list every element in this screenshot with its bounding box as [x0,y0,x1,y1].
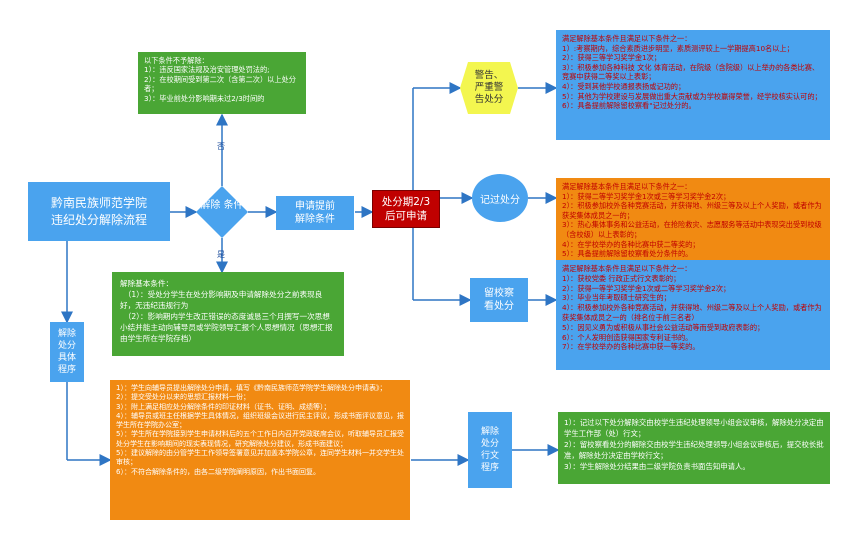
apply-early-box: 申请提前 解除条件 [276,196,354,230]
basic-conditions-box: 解除基本条件： （1）：受处分学生在处分影响期及申请解除处分之前表现良好，无违纪… [112,272,344,356]
decision-label: 解除 条件 [200,200,244,211]
probation-box: 留校察 看处分 [470,278,528,322]
period-box: 处分期2/3 后可申请 [372,190,440,228]
procedure-box: 解除 处分 具体 程序 [50,322,84,382]
no-label: 否 [217,142,225,151]
probation-conditions-box: 满足解除基本条件且满足以下条件之一： 1）：获校党委 行政正式行文表彰的； 2）… [556,260,830,370]
warning-hexagon [460,62,518,114]
warning-conditions-box: 满足解除基本条件且满足以下条件之一： 1）:考察期内，综合素质进步明显，素质测评… [556,30,830,140]
warning-label: 警告、 严重警 告处分 [474,70,504,105]
not-lift-conditions-box: 以下条件不予解除： 1）：违反国家法规及治安管理处罚法的; 2）：在校期间受到第… [138,52,306,114]
flow-title-box: 黔南民族师范学院 违纪处分解除流程 [28,182,170,241]
doc-procedure-box: 解除 处分 行文 程序 [468,412,512,488]
yes-label: 是 [217,250,225,259]
demerit-circle: 记过处分 [472,174,528,222]
demerit-conditions-box: 满足解除基本条件且满足以下条件之一： 1）：获得二等学习奖学金1次或三等学习奖学… [556,178,830,266]
procedure-steps-box: 1）：学生向辅导员提出解除处分申请，填写《黔南民族师范学院学生解除处分申请表》；… [110,380,410,520]
doc-result-box: 1）：记过以下处分解除交由校学生违纪处理领导小组会议审核，解除处分决定由学生工作… [558,412,830,484]
